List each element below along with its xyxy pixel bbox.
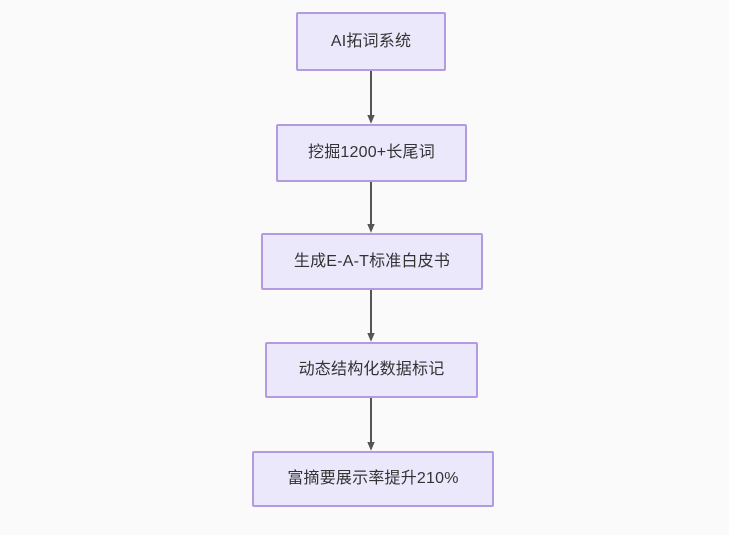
flowchart-node-label: 挖掘1200+长尾词 bbox=[308, 144, 435, 162]
flowchart-node-ai-keyword-system[interactable]: AI拓词系统 bbox=[296, 12, 446, 71]
flowchart-node-mine-longtail-keywords[interactable]: 挖掘1200+长尾词 bbox=[276, 124, 467, 182]
flowchart-node-label: AI拓词系统 bbox=[330, 32, 412, 50]
flowchart-node-label: 富摘要展示率提升210% bbox=[287, 470, 459, 488]
flowchart-node-rich-snippet-rate-increase[interactable]: 富摘要展示率提升210% bbox=[252, 451, 494, 507]
flowchart-node-dynamic-structured-data-markup[interactable]: 动态结构化数据标记 bbox=[265, 342, 478, 398]
flowchart-node-label: 生成E-A-T标准白皮书 bbox=[293, 252, 451, 270]
flowchart-node-generate-eat-whitepaper[interactable]: 生成E-A-T标准白皮书 bbox=[261, 233, 483, 290]
flowchart-node-label: 动态结构化数据标记 bbox=[298, 361, 445, 379]
